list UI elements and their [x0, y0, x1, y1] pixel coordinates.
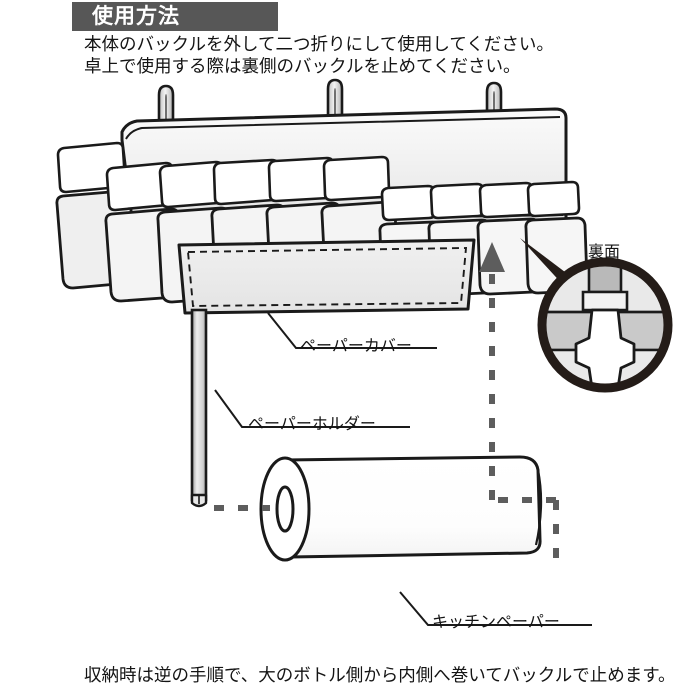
hanging-loop [485, 81, 503, 125]
footer-instruction: 収納時は逆の手順で、大のボトル側から内側へ巻いてバックルで止めます。 [84, 665, 676, 685]
bottle [156, 160, 235, 304]
instruction-line-2: 卓上で使用する際は裏側のバックルを止めてください。 [84, 56, 521, 76]
bottle [55, 141, 138, 290]
hanging-loop [157, 84, 175, 130]
callout-kitchen-paper: キッチンペーパー [432, 614, 560, 631]
bottles [55, 141, 589, 304]
bottle-holder-body [120, 107, 568, 239]
section-header-bar [72, 2, 278, 31]
bottle [378, 184, 445, 298]
page-title: 使用方法 [92, 5, 180, 28]
buckle-detail-circle [520, 238, 673, 393]
paper-cover [177, 238, 476, 315]
bottle [320, 155, 400, 302]
bottle [476, 181, 543, 296]
bottle [427, 182, 494, 297]
bottle [524, 180, 589, 295]
routing-arrow [479, 242, 505, 272]
callout-paper-holder: ペーパーホルダー [248, 416, 376, 433]
bottle [104, 161, 186, 303]
paper-holder-rod [190, 308, 208, 508]
bottle [210, 158, 290, 304]
hanging-loops [157, 78, 503, 130]
instruction-line-1: 本体のバックルを外して二つ折りにして使用してください。 [84, 34, 554, 54]
kitchen-paper-roll [259, 455, 543, 562]
callout-leader-lines [214, 312, 592, 626]
hanging-loop [326, 78, 344, 122]
callout-paper-cover: ペーパーカバー [300, 338, 412, 355]
callout-back-side: 裏面 [588, 244, 621, 261]
bottle [265, 156, 345, 303]
